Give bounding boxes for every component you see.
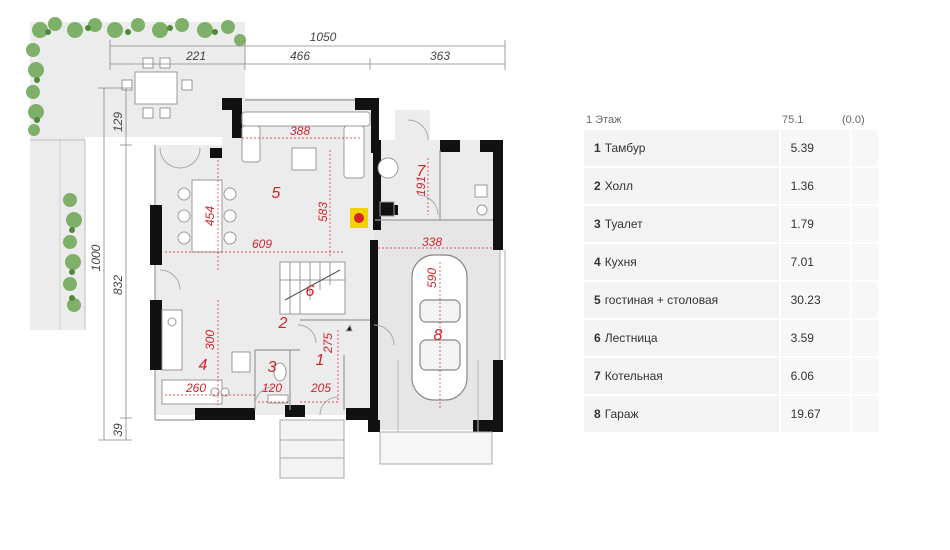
garage-window xyxy=(499,250,506,360)
sofa-icon xyxy=(241,111,371,179)
kitchen-counter-icon xyxy=(161,309,251,405)
room-area: 19.67 xyxy=(780,396,851,432)
dim-275: 275 xyxy=(321,333,335,354)
dim-338: 338 xyxy=(422,235,442,249)
room-num: 4 xyxy=(594,255,601,269)
floor-label: 1 Этаж xyxy=(586,114,622,126)
dim-590: 590 xyxy=(425,268,439,288)
room-name: Тамбур xyxy=(604,141,646,155)
dim-segment-2: 466 xyxy=(290,49,310,63)
doors xyxy=(159,119,439,416)
room-name: Лестница xyxy=(604,331,658,345)
stairs-icon xyxy=(279,261,346,315)
toilet-icon xyxy=(267,362,289,404)
fire-icon xyxy=(350,208,368,228)
room-number-1: 1 xyxy=(316,352,325,369)
room-area: 5.39 xyxy=(780,130,851,166)
room-number-7: 7 xyxy=(417,163,427,180)
room-num: 1 xyxy=(594,141,601,155)
room-num: 7 xyxy=(594,369,601,383)
hedge-plants xyxy=(26,17,246,312)
dimension-lines xyxy=(98,40,506,441)
room-area: 30.23 xyxy=(780,282,851,318)
walls xyxy=(150,98,503,432)
room-area: 6.06 xyxy=(780,358,851,394)
room-number-3: 3 xyxy=(268,359,277,376)
dim-total-width: 1050 xyxy=(310,30,337,44)
room-number-5: 5 xyxy=(272,185,281,202)
floor-plan: 1050 221 466 363 1000 129 832 39 388 454… xyxy=(26,17,506,479)
room-area: 3.59 xyxy=(780,320,851,356)
outdoor-table-icon xyxy=(121,57,193,119)
room-area: 1.79 xyxy=(780,206,851,242)
dim-120: 120 xyxy=(262,381,282,395)
floor-extra-area: (0.0) xyxy=(842,114,865,126)
room-number-6: 6 xyxy=(306,283,315,300)
floor-total-area: 75.1 xyxy=(782,114,804,126)
dining-table-icon xyxy=(177,179,237,253)
dim-300: 300 xyxy=(203,330,217,350)
room-dimension-lines xyxy=(165,137,493,410)
floor-header-row: 1 Этаж 75.1 (0.0) xyxy=(584,110,878,130)
room-num: 8 xyxy=(594,407,601,421)
dim-vertical-129: 129 xyxy=(111,112,125,132)
room-area: 1.36 xyxy=(780,168,851,204)
terrace xyxy=(30,22,245,330)
room-name: Холл xyxy=(604,179,633,193)
room-num: 6 xyxy=(594,331,601,345)
dim-609: 609 xyxy=(252,237,272,251)
room-name: Кухня xyxy=(604,255,637,269)
boiler-icon xyxy=(377,157,488,217)
dim-583: 583 xyxy=(316,202,330,222)
dim-segment-1: 221 xyxy=(185,49,206,63)
room-name: Котельная xyxy=(604,369,663,383)
room-num: 3 xyxy=(594,217,601,231)
room-number-4: 4 xyxy=(199,357,208,374)
entrance-steps xyxy=(279,419,345,479)
dim-260: 260 xyxy=(185,381,206,395)
room-num: 5 xyxy=(594,293,601,307)
room-name: гостиная + столовая xyxy=(604,293,719,307)
room-name: Туалет xyxy=(604,217,643,231)
room-name: Гараж xyxy=(604,407,639,421)
partitions xyxy=(154,99,493,421)
dim-vertical-total: 1000 xyxy=(89,244,103,271)
room-area: 7.01 xyxy=(780,244,851,280)
dim-388: 388 xyxy=(290,124,310,138)
hedge-leaves xyxy=(34,25,218,301)
dim-vertical-832: 832 xyxy=(111,275,125,295)
dim-segment-3: 363 xyxy=(430,49,450,63)
garage-driveway xyxy=(379,360,493,465)
room-number-2: 2 xyxy=(278,315,288,332)
room-number-8: 8 xyxy=(434,327,443,344)
dim-vertical-39: 39 xyxy=(111,423,125,437)
dim-191: 191 xyxy=(414,176,428,196)
room-num: 2 xyxy=(594,179,601,193)
dim-454: 454 xyxy=(203,206,217,226)
dim-205: 205 xyxy=(310,381,331,395)
